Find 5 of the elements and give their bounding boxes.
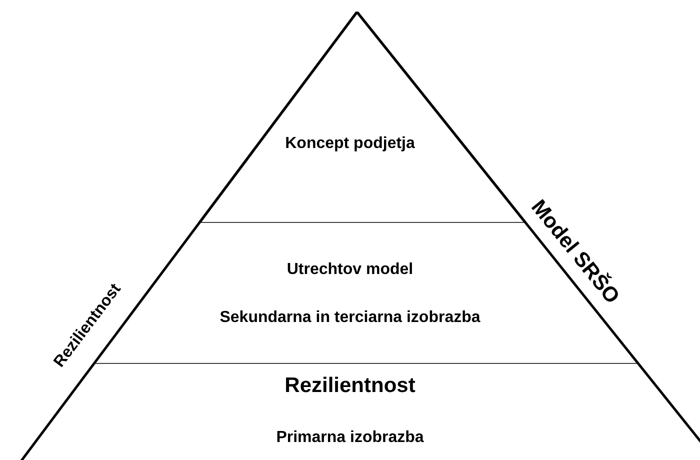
tier-text: Primarna izobrazba bbox=[276, 428, 424, 448]
tier-text: Koncept podjetja bbox=[285, 134, 415, 154]
tier-text: Rezilientnost bbox=[284, 373, 416, 399]
tier-text: Utrechtov model bbox=[286, 260, 414, 280]
tier-text: Sekundarna in terciarna izobrazba bbox=[220, 308, 480, 328]
